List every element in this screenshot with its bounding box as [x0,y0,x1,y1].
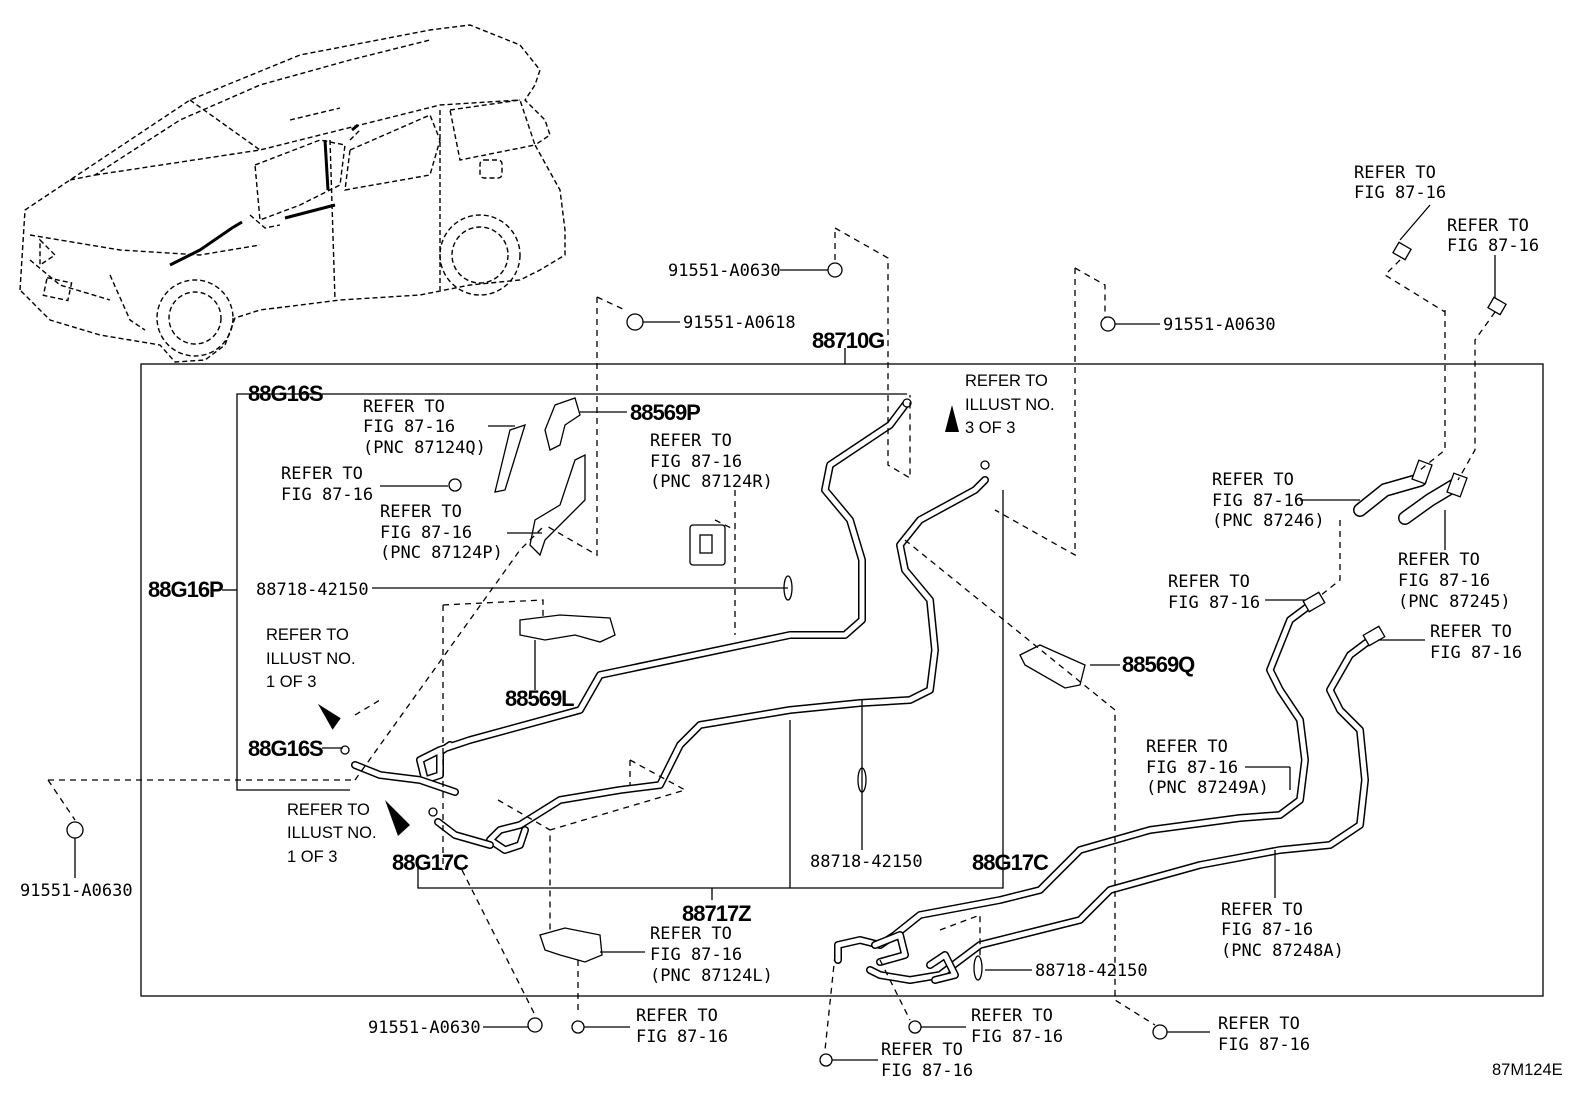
bolt-91551-a0630-top[interactable]: 91551-A0630 [668,261,781,281]
fig-label[interactable]: FIG 87-16 [650,945,742,965]
refer-to-label: REFER TO [881,1040,963,1060]
part-number-88710g[interactable]: 88710G [812,328,885,353]
fig-label[interactable]: FIG 87-16 [1447,236,1539,256]
illust-label[interactable]: ILLUST NO. [266,650,356,668]
fig-label[interactable]: FIG 87-16 [1218,1035,1310,1055]
pnc-label: (PNC 87124P) [380,543,503,563]
part-number-88718-42150-a[interactable]: 88718-42150 [256,580,369,600]
reference-notes: REFER TO FIG 87-16 REFER TO FIG 87-16 RE… [266,163,1539,1081]
components [66,241,1507,1067]
pnc-label: (PNC 87249A) [1146,778,1269,798]
refer-to-label: REFER TO [1354,163,1436,183]
refer-to-label: REFER TO [363,397,445,417]
bolt-91551-a0630-upper-right[interactable]: 91551-A0630 [1163,315,1276,335]
refer-to-label: REFER TO [1168,572,1250,592]
refer-to-label: REFER TO [1430,622,1512,642]
refer-to-label: REFER TO [965,372,1048,390]
refer-to-label: REFER TO [650,924,732,944]
part-number-88569l[interactable]: 88569L [505,686,575,711]
refer-to-label: REFER TO [1212,470,1294,490]
vehicle-illustration [19,24,566,363]
pnc-label: (PNC 87124Q) [363,438,486,458]
fig-label[interactable]: FIG 87-16 [881,1061,973,1081]
illust-sheet: 1 OF 3 [266,673,316,691]
refer-to-label: REFER TO [380,502,462,522]
fig-label[interactable]: FIG 87-16 [1398,571,1490,591]
solid-leaders [74,204,1496,1061]
figure-code: 87M124E [1492,1061,1563,1079]
illust-label[interactable]: ILLUST NO. [287,824,377,842]
illust-sheet: 1 OF 3 [287,848,337,866]
fig-label[interactable]: FIG 87-16 [636,1027,728,1047]
part-number-88g17c-left[interactable]: 88G17C [392,850,470,875]
fig-label[interactable]: FIG 87-16 [1168,593,1260,613]
part-number-88718-42150-c[interactable]: 88718-42150 [1035,961,1148,981]
bolt-91551-a0630-bottom[interactable]: 91551-A0630 [368,1018,481,1038]
fig-label[interactable]: FIG 87-16 [1212,491,1304,511]
part-number-88717z[interactable]: 88717Z [682,901,752,926]
fig-label[interactable]: FIG 87-16 [1221,920,1313,940]
refer-to-label: REFER TO [1218,1014,1300,1034]
fig-label[interactable]: FIG 87-16 [281,485,373,505]
bolt-91551-a0630-left[interactable]: 91551-A0630 [20,881,133,901]
pnc-label: (PNC 87124R) [650,472,773,492]
fig-label[interactable]: FIG 87-16 [1354,183,1446,203]
pnc-label: (PNC 87245) [1398,592,1511,612]
refer-to-label: REFER TO [266,626,349,644]
illust-label[interactable]: ILLUST NO. [965,396,1055,414]
refer-to-label: REFER TO [650,431,732,451]
part-number-88569q[interactable]: 88569Q [1122,652,1196,677]
refer-to-label: REFER TO [287,801,370,819]
fig-label[interactable]: FIG 87-16 [971,1027,1063,1047]
refer-to-label: REFER TO [1398,550,1480,570]
pnc-label: (PNC 87248A) [1221,941,1344,961]
refer-to-label: REFER TO [1447,216,1529,236]
fig-label[interactable]: FIG 87-16 [1146,758,1238,778]
part-number-88718-42150-b[interactable]: 88718-42150 [810,852,923,872]
refer-to-label: REFER TO [1221,900,1303,920]
refer-to-label: REFER TO [636,1006,718,1026]
part-labels: 91551-A0630 91551-A0618 91551-A0630 9155… [20,261,1563,1079]
fig-label[interactable]: FIG 87-16 [1430,643,1522,663]
dashed-leaders [47,227,1496,1051]
part-number-88g16s-bottom[interactable]: 88G16S [248,736,324,761]
refer-to-label: REFER TO [1146,737,1228,757]
bolt-91551-a0618[interactable]: 91551-A0618 [683,313,796,333]
pipes [351,401,1462,984]
refer-to-label: REFER TO [971,1006,1053,1026]
part-number-88g16p[interactable]: 88G16P [148,577,224,602]
part-number-88g16s-top[interactable]: 88G16S [248,381,324,406]
fig-label[interactable]: FIG 87-16 [380,523,472,543]
fig-label[interactable]: FIG 87-16 [363,417,455,437]
refer-to-label: REFER TO [281,464,363,484]
fig-label[interactable]: FIG 87-16 [650,452,742,472]
pnc-label: (PNC 87246) [1212,511,1325,531]
assembly-frame [140,363,1544,997]
part-number-88g17c-right[interactable]: 88G17C [972,850,1050,875]
pnc-label: (PNC 87124L) [650,966,773,986]
part-number-88569p[interactable]: 88569P [630,400,701,425]
illust-sheet: 3 OF 3 [965,419,1015,437]
